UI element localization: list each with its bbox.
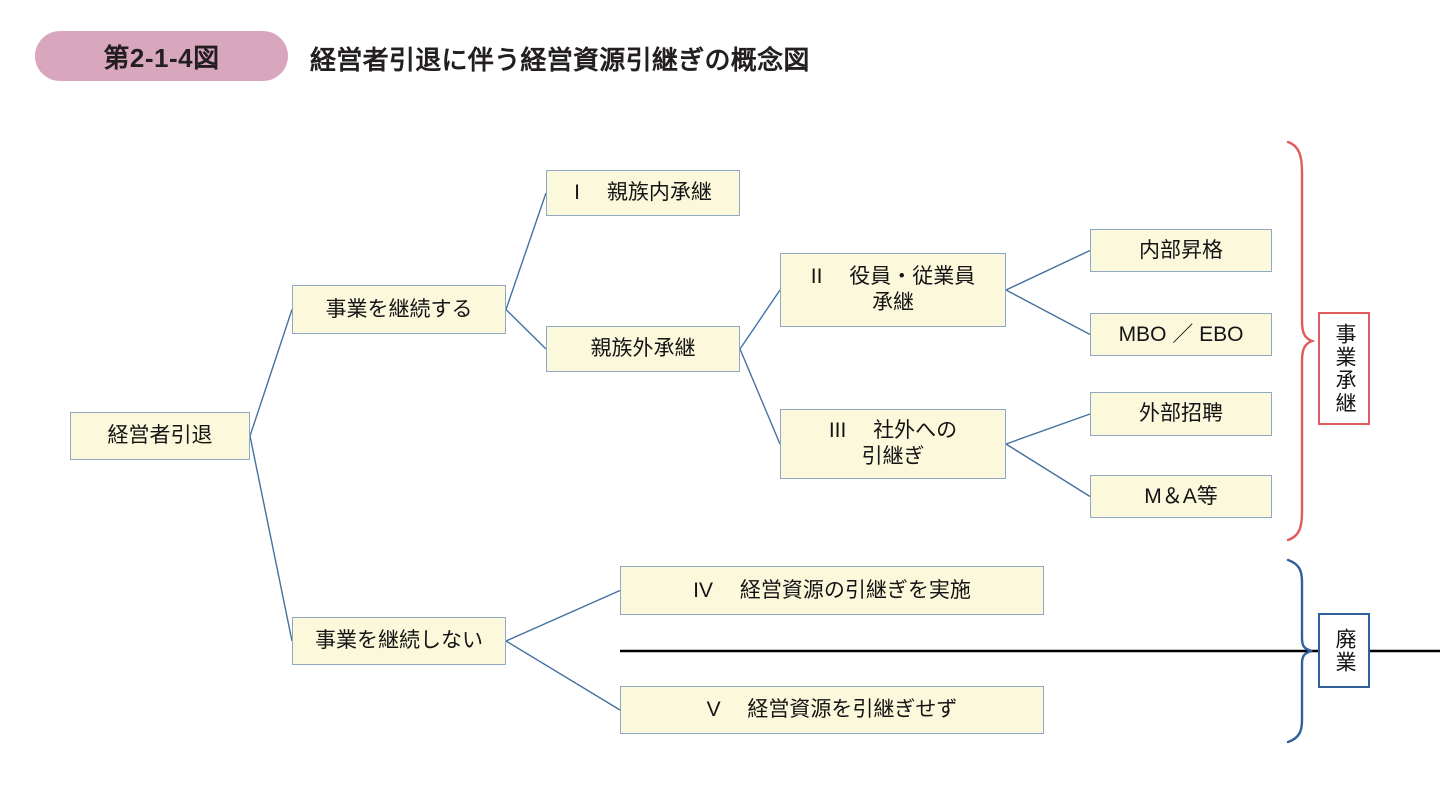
node-officer: II 役員・従業員 承継 [780,253,1006,327]
edge-root-to-continue [249,309,293,437]
closure-brace [1286,558,1313,744]
edge-officer-to-promotion [1005,249,1091,291]
node-handover: IV 経営資源の引継ぎを実施 [620,566,1044,615]
edge-external-to-ma [1005,443,1091,498]
edge-root-to-discontinue [249,435,293,642]
edge-continue-to-inside [505,192,547,310]
group-label-closure: 廃業 [1318,613,1370,688]
node-mbo: MBO ／ EBO [1090,313,1272,356]
node-continue: 事業を継続する [292,285,506,334]
node-inside: I 親族内承継 [546,170,740,216]
node-nohandover: V 経営資源を引継ぎせず [620,686,1044,734]
node-external: III 社外への 引継ぎ [780,409,1006,479]
group-label-succession: 事業承継 [1318,312,1370,425]
node-ma: M＆A等 [1090,475,1272,518]
edge-outside-to-officer [739,289,781,350]
node-discontinue: 事業を継続しない [292,617,506,665]
node-outside: 親族外承継 [546,326,740,372]
figure-header: 第2-1-4図 経営者引退に伴う経営資源引継ぎの概念図 [0,0,1440,110]
edge-discontinue-to-handover [505,589,621,642]
edge-continue-to-outside [505,309,547,350]
node-recruit: 外部招聘 [1090,392,1272,436]
edge-external-to-recruit [1005,413,1091,445]
edge-discontinue-to-nohandover [505,640,621,711]
succession-brace [1286,140,1316,542]
node-promotion: 内部昇格 [1090,229,1272,272]
edge-outside-to-external [739,348,781,445]
page-title: 経営者引退に伴う経営資源引継ぎの概念図 [310,45,810,75]
figure-number-badge: 第2-1-4図 [35,31,288,81]
edge-officer-to-mbo [1005,289,1091,336]
node-root: 経営者引退 [70,412,250,460]
